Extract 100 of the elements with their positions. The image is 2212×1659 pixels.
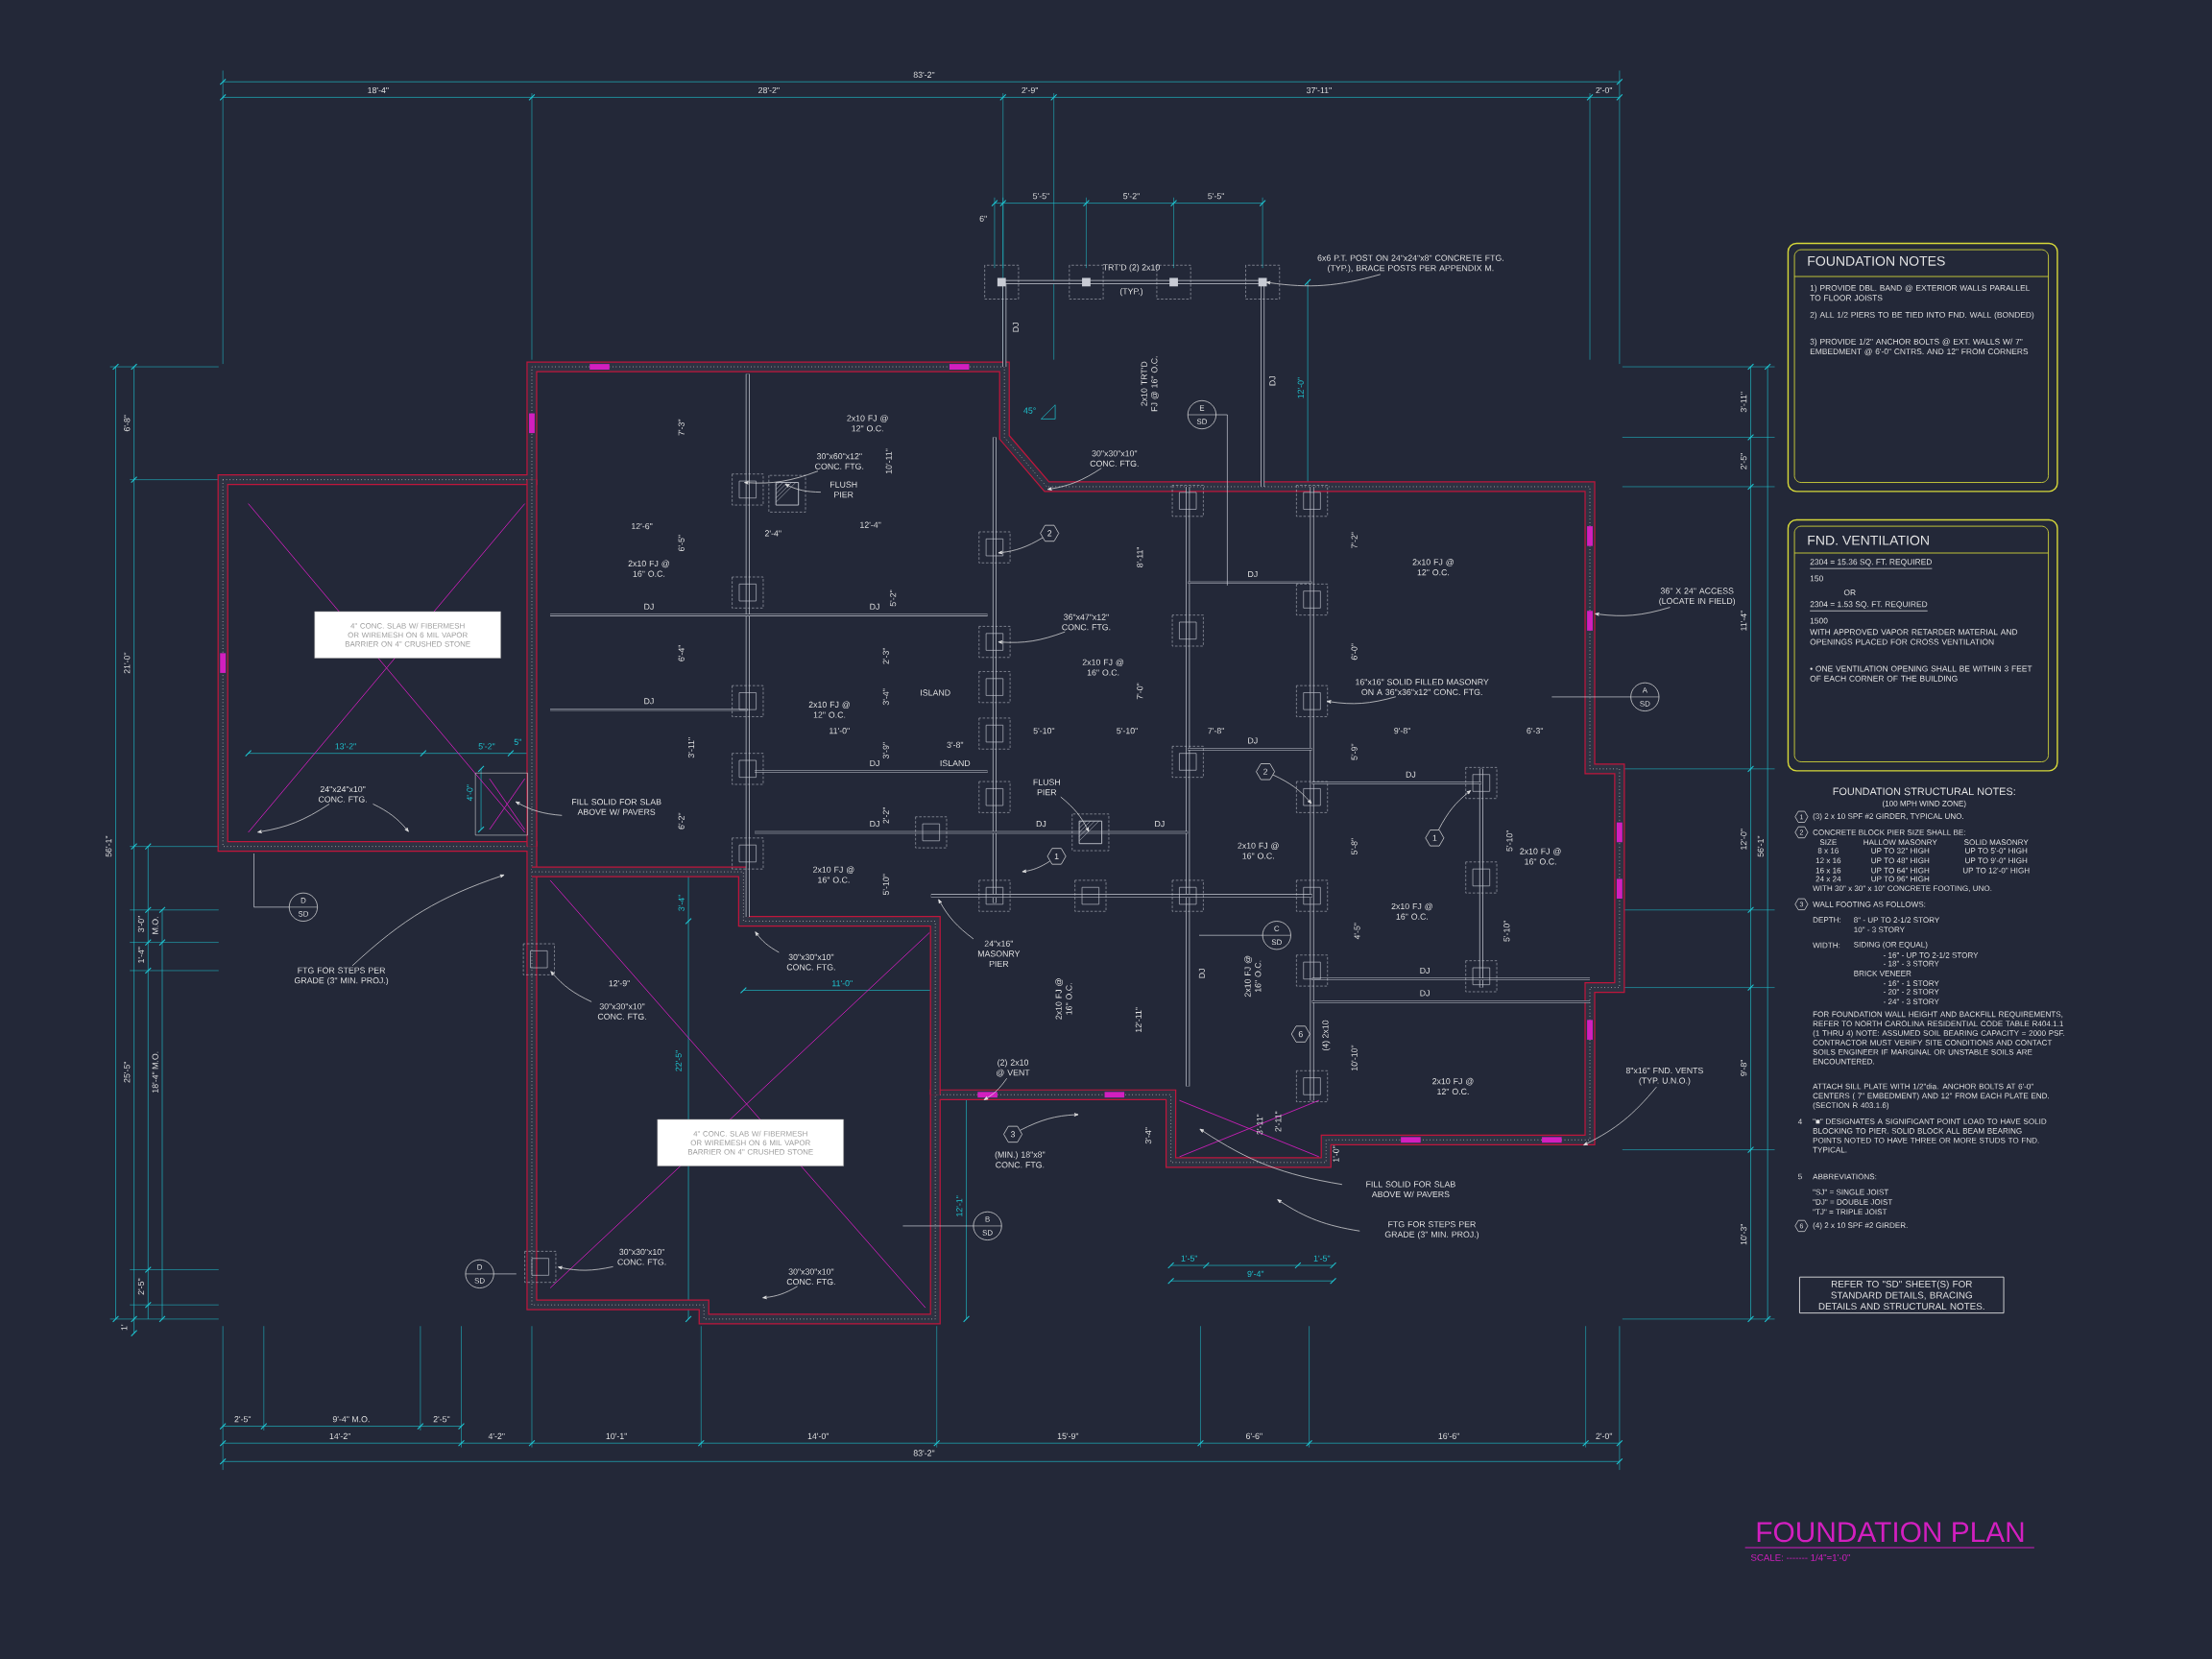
note-text: - 16" - 1 STORY xyxy=(1883,980,1939,987)
leader-line xyxy=(1272,774,1312,805)
framing-label: DJ xyxy=(644,698,654,705)
framing-label: DJ xyxy=(644,603,654,610)
note-text: • ONE VENTILATION OPENING SHALL BE WITHIN 3 FEET OF EACH CORNER OF THE BUILDING xyxy=(1810,665,2032,682)
dimension-label: 5'-2" xyxy=(890,589,897,607)
note-text: 1) PROVIDE DBL. BAND @ EXTERIOR WALLS PARALLEL TO FLOOR JOISTS xyxy=(1810,284,2031,301)
leader-line xyxy=(1265,274,1382,287)
dimension-label: 2'-3" xyxy=(882,647,889,664)
dimension-label: 6'-3" xyxy=(1527,728,1544,734)
framing-label: 2x10 FJ @ 12" O.C. xyxy=(808,701,851,718)
leader-line xyxy=(1060,796,1090,832)
dimension-label: 2'-4" xyxy=(764,530,781,537)
callout-text: 8"x16" FND. VENTS (TYP. U.N.O.) xyxy=(1625,1067,1703,1086)
leader-line xyxy=(998,537,1044,555)
framing-label: 2x10 FJ @ 16" O.C. xyxy=(1520,848,1561,865)
framing-label: 2x10 FJ @ 12" O.C. xyxy=(1432,1077,1474,1094)
note-text: 24 x 24 xyxy=(1815,876,1841,882)
dimension-label: 1'-4" xyxy=(137,947,144,963)
note-text: 4 xyxy=(1797,1118,1802,1124)
dimension-label: 3'-11" xyxy=(1257,1114,1263,1135)
note-text: 2304 = 1.53 SQ. FT. REQUIRED xyxy=(1809,601,1929,612)
leader-line xyxy=(373,804,409,832)
dimension-label: 2'-11" xyxy=(1275,1111,1282,1132)
dimension-label: 83'-2" xyxy=(913,1450,935,1456)
note-text: WIDTH: xyxy=(1813,942,1840,949)
dimension-label: 4'-5" xyxy=(1354,923,1360,940)
leader-line xyxy=(744,470,819,485)
dimension-label: 10'-1" xyxy=(606,1432,627,1439)
dimension-label: 2'-5" xyxy=(1741,453,1747,469)
framing-label: DJ xyxy=(870,603,879,610)
callout-text: 36" X 24" ACCESS (LOCATE IN FIELD) xyxy=(1659,588,1736,606)
dimension-label: 9'-8" xyxy=(1394,728,1410,734)
dimension-label: 28'-2" xyxy=(758,86,780,94)
dimension-label: 22'-5" xyxy=(675,1050,682,1071)
dimension-label: 12'-0" xyxy=(1741,829,1747,850)
dimension-label: 6'-0" xyxy=(1351,643,1358,661)
dimension-label: 7'-2" xyxy=(1351,532,1358,549)
dimension-label: 5" xyxy=(514,738,521,745)
leader-line xyxy=(1047,468,1102,491)
framing-label: (TYP.) xyxy=(1119,288,1143,297)
dimension-label: 3'-4" xyxy=(678,895,685,911)
dimension-label: 2'-0" xyxy=(1596,1432,1613,1439)
dimension-label: 5'-10" xyxy=(1506,830,1513,852)
callout-hexagon: 6 xyxy=(1290,1025,1310,1043)
note-text: DEPTH: xyxy=(1813,917,1840,923)
dimension-label: 18'-4" M.O. xyxy=(152,1051,158,1093)
framing-label: DJ xyxy=(1406,771,1416,778)
dimension-label: 7'-3" xyxy=(678,419,685,436)
dimension-label: 5'-2" xyxy=(478,743,495,750)
dimension-label: 2'-5" xyxy=(234,1416,252,1423)
panel-heading: FOUNDATION NOTES xyxy=(1808,255,1945,266)
callout-text: 24"x16" MASONRY PIER xyxy=(977,940,1021,967)
note-text: BRICK VENEER xyxy=(1854,971,1911,976)
note-text: "SJ" = SINGLE JOIST xyxy=(1813,1189,1889,1195)
callout-text: FILL SOLID FOR SLAB ABOVE W/ PAVERS xyxy=(572,799,661,815)
callout-hexagon: 1 xyxy=(1425,830,1445,847)
leader-line xyxy=(983,1077,1008,1100)
dimension-label: 1'-5" xyxy=(1313,1255,1331,1262)
dimension-label: 7'-0" xyxy=(1137,683,1143,700)
framing-label: DJ xyxy=(1269,376,1276,386)
note-text: 1500 xyxy=(1810,617,1828,624)
leader-line xyxy=(1595,607,1671,616)
dimension-label: 6'-2" xyxy=(678,812,685,830)
dimension-label: 3'-8" xyxy=(947,741,964,748)
dimension-label: 14'-2" xyxy=(329,1432,350,1439)
note-text: 2) ALL 1/2 PIERS TO BE TIED INTO FND. WALL (BONDED) xyxy=(1810,311,2034,320)
dimension-label: 14'-0" xyxy=(807,1432,830,1439)
note-text: UP TO 9'-0" HIGH xyxy=(1965,857,2028,864)
dimension-label: 2'-5" xyxy=(433,1416,450,1423)
callout-text: 30"x30"x10" CONC. FTG. xyxy=(597,1003,646,1020)
callout-text: FLUSH PIER xyxy=(830,481,857,498)
dimension-label: 8'-11" xyxy=(1137,546,1143,567)
leader-line xyxy=(558,1265,613,1271)
dimension-label: 56'-1" xyxy=(1757,835,1764,857)
callout-text: 30"x30"x10" CONC. FTG. xyxy=(786,953,835,971)
note-text: - 16" - UP TO 2-1/2 STORY xyxy=(1883,951,1979,958)
dimension-label: 9'-4" M.O. xyxy=(332,1416,370,1423)
framing-label: DJ xyxy=(1155,821,1165,828)
note-text: UP TO 64" HIGH xyxy=(1871,867,1930,874)
leader-line xyxy=(1022,860,1050,874)
dimension-label: 11'-4" xyxy=(1741,611,1747,631)
callout-text: 30"x30"x10" CONC. FTG. xyxy=(1090,450,1139,467)
note-text: SIZE xyxy=(1819,839,1837,846)
framing-label: 2x10 FJ @ 12" O.C. xyxy=(1412,559,1454,576)
note-text: UP TO 96" HIGH xyxy=(1871,876,1930,882)
framing-label: DJ xyxy=(1036,821,1046,828)
note-text: 150 xyxy=(1810,575,1823,582)
dimension-label: 12'-9" xyxy=(609,980,630,987)
note-text: HALLOW MASONRY xyxy=(1863,839,1937,846)
scale-label: SCALE: ------- 1/4"=1'-0" xyxy=(1750,1553,1851,1561)
note-text: UP TO 12'-0" HIGH xyxy=(1962,867,2030,874)
callout-text: 30"x60"x12" CONC. FTG. xyxy=(815,453,864,469)
note-text: 12 x 16 xyxy=(1815,857,1841,864)
framing-label: DJ xyxy=(1198,969,1205,978)
dimension-label: 3'-0" xyxy=(137,916,145,932)
callout-text: 30"x30"x10" CONC. FTG. xyxy=(617,1248,666,1265)
framing-label: DJ xyxy=(1248,571,1258,578)
dimension-label: 12'-1" xyxy=(956,1195,963,1216)
note-text: (3) 2 x 10 SPF #2 GIRDER, TYPICAL UNO. xyxy=(1813,813,1963,821)
